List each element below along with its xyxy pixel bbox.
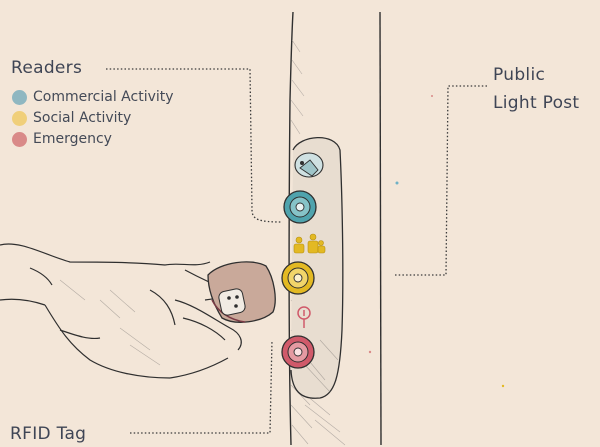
rfid-tag-icon <box>208 262 275 322</box>
legend-item-commercial: Commercial Activity <box>12 89 174 105</box>
emergency-dot-icon <box>12 132 27 147</box>
social-reader-icon <box>282 262 314 294</box>
emergency-reader-icon <box>282 336 314 368</box>
light-post-leader-line <box>393 86 487 275</box>
legend-item-social: Social Activity <box>12 110 131 126</box>
rfid-tag-label: RFID Tag <box>10 424 86 444</box>
hand-icon <box>0 244 241 378</box>
readers-label: Readers <box>11 58 82 78</box>
rfid-leader-line <box>130 340 272 433</box>
legend-label: Commercial Activity <box>33 89 174 105</box>
public-label: Public <box>493 65 545 85</box>
social-dot-icon <box>12 111 27 126</box>
light-post-label: Light Post <box>493 93 579 113</box>
legend-label: Social Activity <box>33 110 131 126</box>
commercial-reader-icon <box>284 191 316 223</box>
legend-item-emergency: Emergency <box>12 131 112 147</box>
commercial-dot-icon <box>12 90 27 105</box>
legend-label: Emergency <box>33 131 112 147</box>
speaker-icon <box>295 153 323 177</box>
